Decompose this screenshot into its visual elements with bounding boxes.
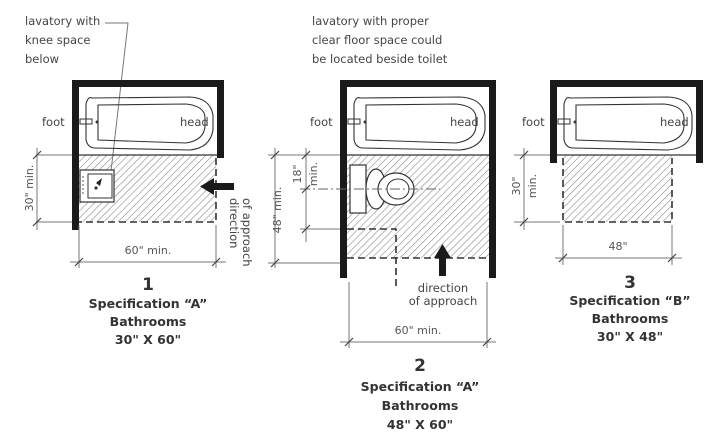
wall-top (340, 80, 496, 87)
room-type-label: Bathrooms (110, 314, 187, 329)
head-label: head (660, 115, 689, 129)
lavatory-area-boundary (347, 228, 397, 290)
toilet-offset-min-label: min. (307, 162, 320, 186)
approach-arrow-icon (200, 178, 234, 195)
note-line-1: lavatory with proper (312, 14, 429, 28)
note-line-3: be located beside toilet (312, 52, 448, 66)
toilet-offset-dimension (268, 148, 340, 242)
head-label: head (180, 115, 209, 129)
note-line-3: below (25, 52, 59, 66)
lavatory-icon (79, 169, 115, 203)
wall-left (550, 80, 557, 163)
room-type-label: Bathrooms (382, 398, 459, 413)
diagram-1: lavatory with knee space below foot head (23, 14, 254, 347)
width-dimension-label: 48" (608, 240, 627, 253)
depth-min-label: min. (526, 174, 539, 198)
diagram-number: 2 (414, 356, 426, 376)
note-line-2: knee space (25, 33, 91, 47)
approach-label-2: of approach (409, 294, 478, 308)
depth-dimension (268, 148, 340, 268)
spec-label: Specification “A” (89, 296, 208, 311)
foot-label: foot (310, 115, 333, 129)
diagram-number: 1 (142, 275, 154, 295)
width-dimension (555, 225, 682, 265)
spec-label: Specification “B” (569, 293, 690, 308)
approach-label-2: of approach (240, 198, 254, 267)
toilet-offset-label: 18" (291, 164, 304, 183)
room-size-label: 30" X 48" (597, 329, 663, 344)
wall-top (550, 80, 703, 87)
width-dimension-label: 60" min. (395, 324, 442, 337)
depth-dimension-label: 30" (510, 176, 523, 195)
clear-floor-boundary (79, 158, 217, 223)
diagram-2: lavatory with proper clear floor space c… (268, 14, 496, 432)
foot-label: foot (42, 115, 65, 129)
approach-arrow-icon (434, 244, 451, 276)
head-label: head (450, 115, 479, 129)
width-dimension (70, 225, 226, 268)
bathtub-icon (79, 96, 214, 151)
approach-label-1: direction (227, 198, 241, 248)
wall-top (72, 80, 224, 87)
foot-label: foot (522, 115, 545, 129)
clear-floor-boundary (562, 158, 673, 223)
room-size-label: 48" X 60" (387, 417, 453, 432)
wall-left (72, 80, 79, 230)
wall-left (340, 80, 347, 278)
note-line-2: clear floor space could (312, 33, 442, 47)
diagram-3: foot head 30" min. 48" 3 Specification “… (510, 80, 703, 344)
depth-dimension-label: 30" min. (23, 165, 36, 212)
depth-dimension (32, 148, 72, 230)
clear-floor-space (563, 155, 672, 222)
wall-right (217, 80, 224, 158)
depth-dimension-label: 48" min. (271, 187, 284, 234)
wall-right (696, 80, 703, 163)
bathtub-icon (347, 96, 486, 151)
leader-line (105, 22, 129, 181)
room-type-label: Bathrooms (592, 311, 669, 326)
width-dimension-label: 60" min. (125, 244, 172, 257)
wall-right (489, 80, 496, 278)
clear-floor-space (347, 155, 489, 258)
bathtub-icon (557, 96, 693, 151)
spec-label: Specification “A” (361, 379, 480, 394)
depth-dimension (514, 148, 560, 230)
diagram-number: 3 (624, 273, 636, 293)
width-dimension (340, 282, 496, 348)
note-line-1: lavatory with (25, 14, 100, 28)
approach-label-1: direction (418, 281, 468, 295)
room-size-label: 30" X 60" (115, 332, 181, 347)
